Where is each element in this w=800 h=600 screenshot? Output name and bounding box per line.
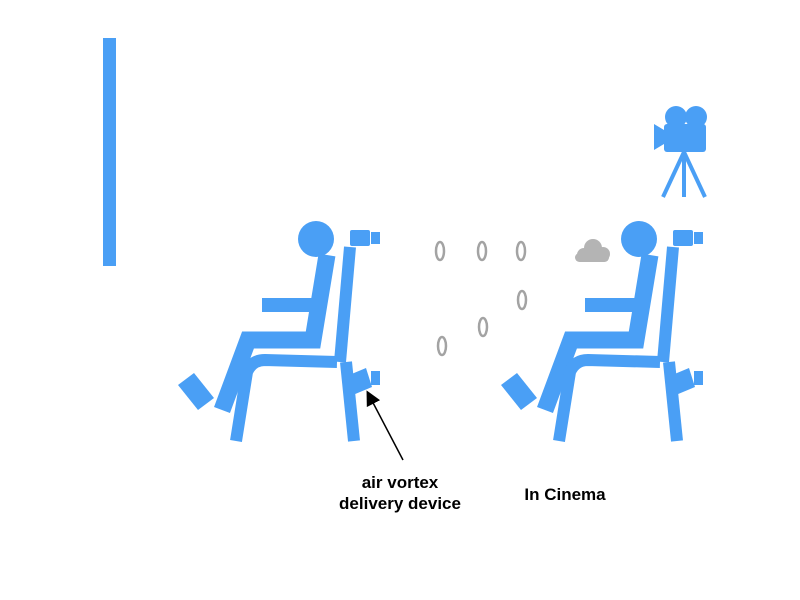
vortex-ring-icon bbox=[434, 240, 446, 262]
vortex-rings bbox=[434, 240, 528, 357]
cinema-label: In Cinema bbox=[524, 485, 606, 504]
vortex-ring-icon bbox=[516, 289, 528, 311]
cloud-icon bbox=[575, 239, 610, 262]
arrow-icon bbox=[366, 390, 404, 461]
screen-bar bbox=[103, 38, 116, 266]
vortex-ring-icon bbox=[477, 316, 489, 338]
vortex-ring-icon bbox=[436, 335, 448, 357]
device-label: air vortex delivery device bbox=[320, 472, 480, 514]
vortex-ring-icon bbox=[476, 240, 488, 262]
vortex-ring-icon bbox=[515, 240, 527, 262]
device-label-line1: air vortex bbox=[361, 473, 439, 492]
film-camera-on-tripod-icon bbox=[654, 106, 707, 198]
person-seated-in-chair-icon bbox=[501, 221, 703, 442]
person-seated-in-chair-icon bbox=[178, 221, 380, 442]
device-label-line2: delivery device bbox=[339, 494, 461, 513]
